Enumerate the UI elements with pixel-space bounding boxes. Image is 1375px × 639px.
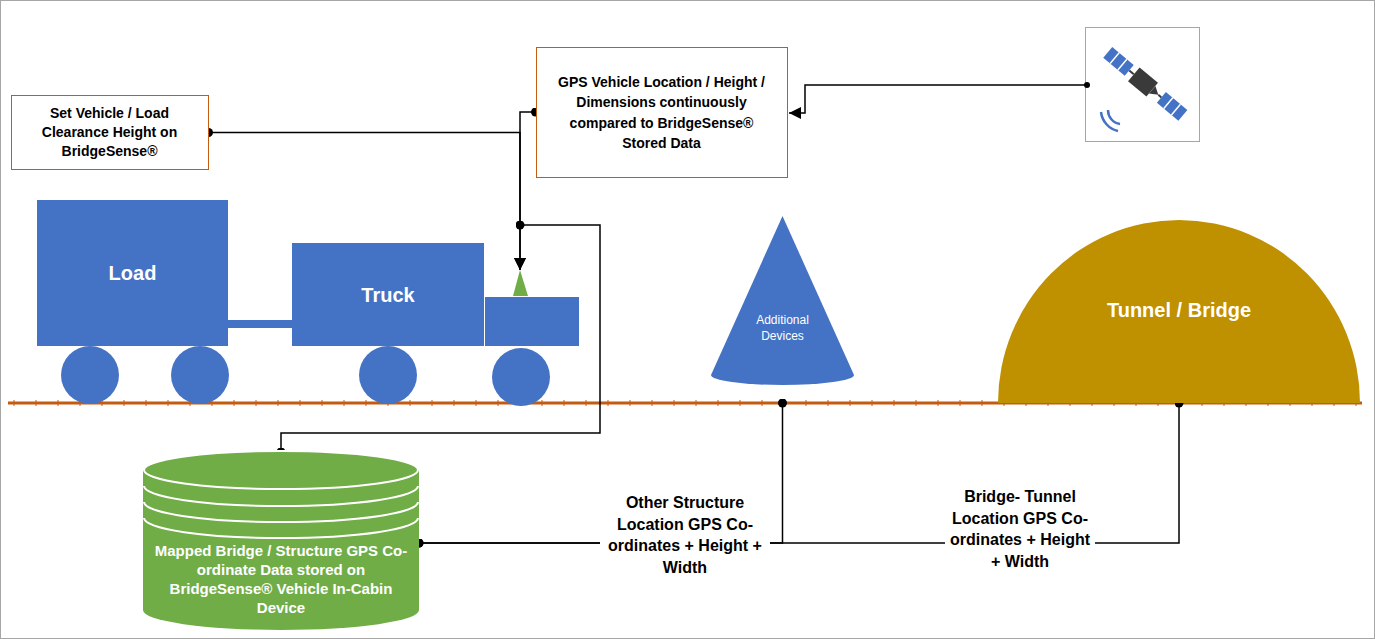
process-box: GPS Vehicle Location / Height / Dimensio… [536,47,788,178]
ground-tick [344,400,345,406]
ground-tick [806,400,807,406]
node-text: Additional Devices [740,313,826,344]
ground-tick [564,400,565,406]
ground-tick [146,400,147,406]
cylinder-top [144,451,418,489]
ground-tick [916,400,917,406]
ground-tick [14,400,15,406]
connector-label: Bridge- Tunnel Location GPS Co- ordinate… [945,486,1095,572]
device-cone-outline [711,216,854,403]
ground-tick [850,400,851,406]
arch-shape [998,220,1360,403]
truck-cab [485,297,580,347]
wheel [61,346,119,404]
ground-tick [542,400,543,406]
ground-tick [300,400,301,406]
height-sensor [513,270,528,296]
cone-shape [711,216,854,385]
ground-tick [366,400,367,406]
ground-tick [674,400,675,406]
wheel [492,348,550,406]
node-text: Set Vehicle / Load Clearance Height on B… [21,104,199,161]
wheel [171,346,229,404]
ground-tick [762,400,763,406]
ground-tick [630,400,631,406]
ground-tick [696,400,697,406]
ground-tick [894,400,895,406]
node-text: Truck [361,283,414,307]
truck-body: Truck [292,243,484,346]
ground-tick [784,400,785,406]
setting-box: Set Vehicle / Load Clearance Height on B… [11,95,209,170]
ground-tick [828,400,829,406]
node-text: GPS Vehicle Location / Height / Dimensio… [546,72,778,153]
ground-tick [718,400,719,406]
ground-tick [234,400,235,406]
satellite-icon [1102,46,1189,123]
wheel [359,346,417,404]
satellite-frame [1086,28,1200,142]
coupling-bar [228,320,292,328]
load-body: Load [37,200,228,346]
ground-tick [498,400,499,406]
ground-tick [432,400,433,406]
ground-tick [740,400,741,406]
connector [281,225,600,452]
ground-tick [168,400,169,406]
ground-tick [586,400,587,406]
cylinder-stripe [144,486,418,506]
cylinder-body [143,470,419,630]
ground-tick [454,400,455,406]
ground-tick [36,400,37,406]
ground-tick [124,400,125,406]
data-store: Mapped Bridge / Structure GPS Co- ordina… [143,450,419,630]
ground-tick [476,400,477,406]
ground-tick [256,400,257,406]
ground-tick [652,400,653,406]
ground-tick [322,400,323,406]
device-cone: Additional Devices [711,216,854,403]
ground-tick [278,400,279,406]
node-text: Load [109,261,157,285]
link-dot [1084,82,1090,88]
connector [520,112,536,270]
node-text: Tunnel / Bridge [1107,298,1251,322]
tunnel-arch: Tunnel / Bridge [998,220,1360,403]
signal-wave [1108,110,1120,124]
ground-tick [872,400,873,406]
ground-tick [410,400,411,406]
cylinder-stripe [144,502,418,522]
ground-tick [58,400,59,406]
node-text: Mapped Bridge / Structure GPS Co- ordina… [153,541,409,617]
signal-wave [1101,112,1118,131]
ground-tick [960,400,961,406]
connector-label: Other Structure Location GPS Co- ordinat… [600,492,770,578]
ground-tick [608,400,609,406]
satellite-link [789,85,1087,113]
ground-tick [938,400,939,406]
ground-tick [982,400,983,406]
cylinder-stripe [144,518,418,538]
